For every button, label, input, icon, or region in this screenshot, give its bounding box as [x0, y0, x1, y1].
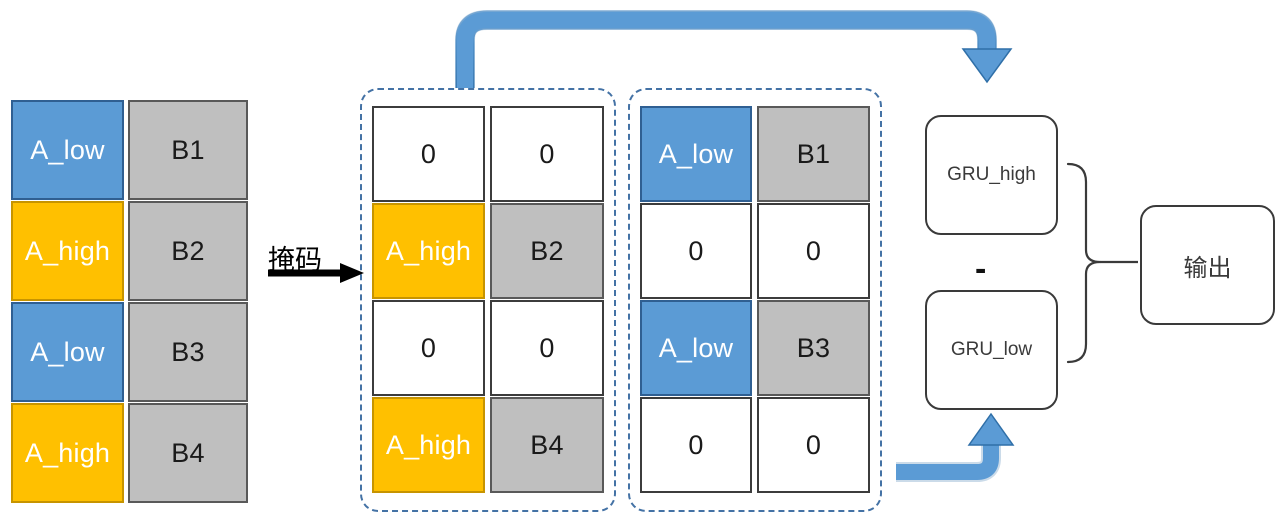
- combine-brace: [1066, 162, 1138, 364]
- low-cell-b-0: B1: [757, 106, 870, 202]
- high-cell-a-2: 0: [372, 300, 485, 396]
- input-cell-b-1: B2: [128, 201, 248, 301]
- low-cell-a-2: A_low: [640, 300, 752, 396]
- low-cell-b-1: 0: [757, 203, 870, 299]
- input-cell-b-0: B1: [128, 100, 248, 200]
- low-cell-a-0: A_low: [640, 106, 752, 202]
- minus-operator: -: [975, 250, 987, 288]
- gru-low-box: GRU_low: [925, 290, 1058, 410]
- low-cell-b-2: B3: [757, 300, 870, 396]
- high-cell-a-3: A_high: [372, 397, 485, 493]
- high-cell-b-0: 0: [490, 106, 604, 202]
- high-cell-b-3: B4: [490, 397, 604, 493]
- input-cell-a-3: A_high: [11, 403, 124, 503]
- input-cell-a-1: A_high: [11, 201, 124, 301]
- low-cell-b-3: 0: [757, 397, 870, 493]
- high-cell-b-1: B2: [490, 203, 604, 299]
- mask-operation-label: 掩码: [268, 245, 322, 275]
- gru-high-box: GRU_high: [925, 115, 1058, 235]
- low-masked-group-outline: [628, 88, 882, 512]
- high-masked-group-outline: [360, 88, 616, 512]
- output-box: 输出: [1140, 205, 1275, 325]
- input-cell-a-2: A_low: [11, 302, 124, 402]
- high-cell-a-1: A_high: [372, 203, 485, 299]
- high-branch-arrow: [455, 9, 1013, 88]
- low-branch-arrow: [896, 412, 1015, 482]
- high-cell-b-2: 0: [490, 300, 604, 396]
- low-cell-a-3: 0: [640, 397, 752, 493]
- input-cell-b-3: B4: [128, 403, 248, 503]
- low-cell-a-1: 0: [640, 203, 752, 299]
- input-cell-b-2: B3: [128, 302, 248, 402]
- input-cell-a-0: A_low: [11, 100, 124, 200]
- high-cell-a-0: 0: [372, 106, 485, 202]
